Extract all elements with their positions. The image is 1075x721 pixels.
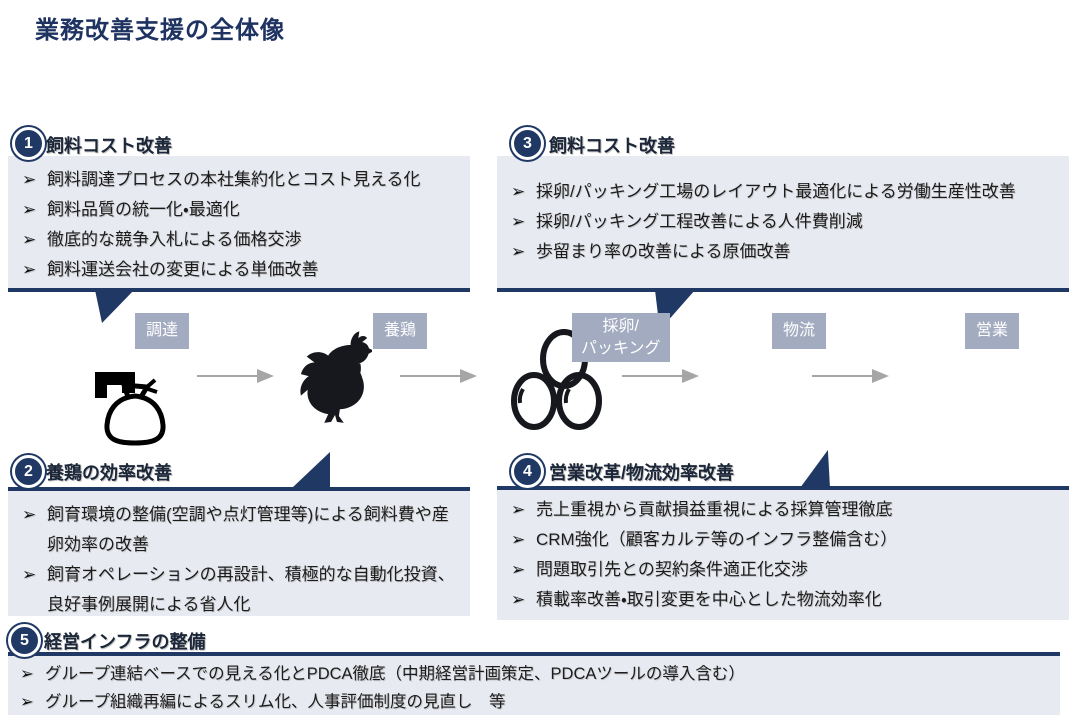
section-5-number: 5 (20, 631, 29, 649)
rooster-icon (298, 329, 374, 436)
section-4-header: 営業改革/物流効率改善 (549, 463, 734, 483)
bullet-item: ➢ CRM強化（顧客カルテ等のインフラ整備含む） (509, 525, 1057, 555)
flow-arrow-1 (197, 368, 275, 389)
section-1-box: ➢ 飼料調達プロセスの本社集約化とコスト見える化 ➢ 飼料品質の統一化・最適化 ➢ 徹… (8, 156, 470, 292)
stage-label-poultry: 養鶏 (373, 313, 428, 349)
bullet-item: ➢ 歩留まり率の改善による原価改善 (509, 237, 1057, 267)
flow-arrow-4 (812, 368, 890, 389)
section-5-header: 経営インフラの整備 (44, 632, 206, 652)
page-title: 業務改善支援の全体像 (35, 17, 285, 44)
section-4-box: ➢ 売上重視から貢献損益重視による採算管理徹底 ➢ CRM強化（顧客カルテ等のインフ… (497, 486, 1069, 620)
section-3-number: 3 (523, 134, 532, 152)
bullet-item: ➢ 採卵/パッキング工程改善による人件費削減 (509, 207, 1057, 237)
section-2-badge: 2 (12, 455, 45, 488)
bullet-arrow-icon: ➢ (22, 259, 37, 279)
bullet-arrow-icon: ➢ (22, 564, 37, 584)
stage-label-logistics: 物流 (772, 313, 827, 349)
bullet-item: ➢ 問題取引先との契約条件適正化交渉 (509, 555, 1057, 585)
section-2-bullet-list: ➢ 飼育環境の整備(空調や点灯管理等)による飼料費や産卵効率の改善 ➢ 飼育オペレー… (8, 491, 470, 629)
feed-sack-structure-fragment (95, 372, 135, 398)
bullet-text: 問題取引先との契約条件適正化交渉 (536, 560, 808, 579)
bullet-arrow-icon: ➢ (20, 665, 34, 683)
bullet-text: グループ連結ベースでの見える化とPDCA徹底（中期経営計画策定、PDCAツールの… (45, 665, 745, 683)
bullet-item: ➢ 飼育オペレーションの再設計、積極的な自動化投資、良好事例展開による省人化 (20, 560, 458, 620)
bullet-item: ➢ 飼料運送会社の変更による単価改善 (20, 255, 458, 285)
section-1-badge: 1 (12, 127, 45, 160)
section-2-header: 養鶏の効率改善 (46, 463, 172, 483)
bullet-item: ➢ 積載率改善・取引変更を中心とした物流効率化 (509, 585, 1057, 615)
feed-sack-icon (95, 363, 175, 451)
bullet-text: 採卵/パッキング工場のレイアウト最適化による労働生産性改善 (536, 182, 1016, 202)
section-3-header: 飼料コスト改善 (549, 136, 675, 156)
section-3-bullet-list: ➢ 採卵/パッキング工場のレイアウト最適化による労働生産性改善 ➢ 採卵/パッキング… (497, 168, 1069, 276)
bullet-arrow-icon: ➢ (511, 530, 526, 550)
section-4-bullet-list: ➢ 売上重視から貢献損益重視による採算管理徹底 ➢ CRM強化（顧客カルテ等のインフ… (497, 486, 1069, 624)
bullet-arrow-icon: ➢ (22, 229, 37, 249)
section-1-number: 1 (24, 134, 33, 152)
section-1-header: 飼料コスト改善 (46, 136, 172, 156)
bullet-text: 積載率改善・取引変更を中心とした物流効率化 (536, 589, 882, 609)
bullet-item: ➢ 採卵/パッキング工場のレイアウト最適化による労働生産性改善 (509, 177, 1057, 207)
bullet-arrow-icon: ➢ (511, 589, 526, 609)
section-5-box: ➢ グループ連結ベースでの見える化とPDCA徹底（中期経営計画策定、PDCAツール… (8, 652, 1060, 715)
flow-arrow-3 (622, 368, 700, 389)
stage-label-packing: 採卵/ パッキング (572, 313, 670, 363)
section-4-badge: 4 (511, 455, 544, 488)
section-4-pointer-triangle (800, 450, 830, 488)
bullet-text: 売上重視から貢献損益重視による採算管理徹底 (536, 500, 893, 520)
bullet-text: 飼育環境の整備(空調や点灯管理等)による飼料費や産卵効率の改善 (47, 505, 449, 554)
section-3-badge: 3 (511, 127, 544, 160)
bullet-arrow-icon: ➢ (511, 500, 526, 520)
bullet-text: 飼料運送会社の変更による単価改善 (47, 259, 319, 279)
bullet-arrow-icon: ➢ (22, 170, 37, 189)
section-1-pointer-triangle (95, 290, 134, 323)
bullet-text: 徹底的な競争入札による価格交渉 (47, 229, 302, 249)
bullet-item: ➢ グループ組織再編によるスリム化、人事評価制度の見直し 等 (18, 688, 1050, 716)
section-5-bullet-list: ➢ グループ連結ベースでの見える化とPDCA徹底（中期経営計画策定、PDCAツール… (8, 656, 1060, 720)
flow-arrow-2 (400, 368, 478, 389)
section-2-pointer-triangle (292, 452, 330, 488)
bullet-text: 飼育オペレーションの再設計、積極的な自動化投資、良好事例展開による省人化 (47, 564, 455, 614)
bullet-item: ➢ 飼料品質の統一化・最適化 (20, 195, 458, 225)
section-5-badge: 5 (8, 624, 41, 657)
stage-label-sales: 営業 (965, 313, 1020, 349)
section-3-box: ➢ 採卵/パッキング工場のレイアウト最適化による労働生産性改善 ➢ 採卵/パッキング… (497, 156, 1069, 292)
stage-label-procurement: 調達 (135, 313, 190, 349)
bullet-arrow-icon: ➢ (511, 212, 526, 232)
bullet-text: CRM強化（顧客カルテ等のインフラ整備含む） (536, 530, 898, 550)
bullet-arrow-icon: ➢ (20, 693, 34, 712)
bullet-arrow-icon: ➢ (22, 505, 37, 524)
section-2-number: 2 (24, 462, 33, 480)
section-4-number: 4 (523, 462, 532, 480)
bullet-arrow-icon: ➢ (511, 241, 526, 261)
bullet-item: ➢ 飼育環境の整備(空調や点灯管理等)による飼料費や産卵効率の改善 (20, 500, 458, 560)
bullet-arrow-icon: ➢ (511, 182, 526, 202)
bullet-arrow-icon: ➢ (22, 199, 37, 219)
bullet-item: ➢ 飼料調達プロセスの本社集約化とコスト見える化 (20, 165, 458, 195)
bullet-text: 飼料品質の統一化・最適化 (47, 199, 240, 219)
bullet-text: グループ組織再編によるスリム化、人事評価制度の見直し 等 (45, 693, 506, 712)
section-2-box: ➢ 飼育環境の整備(空調や点灯管理等)による飼料費や産卵効率の改善 ➢ 飼育オペレー… (8, 487, 470, 616)
bullet-item: ➢ 徹底的な競争入札による価格交渉 (20, 225, 458, 255)
bullet-arrow-icon: ➢ (511, 560, 526, 579)
bullet-item: ➢ 売上重視から貢献損益重視による採算管理徹底 (509, 495, 1057, 525)
bullet-text: 飼料調達プロセスの本社集約化とコスト見える化 (47, 170, 421, 189)
bullet-text: 採卵/パッキング工程改善による人件費削減 (536, 212, 863, 232)
bullet-text: 歩留まり率の改善による原価改善 (536, 241, 791, 261)
section-1-bullet-list: ➢ 飼料調達プロセスの本社集約化とコスト見える化 ➢ 飼料品質の統一化・最適化 ➢ 徹… (8, 156, 470, 294)
bullet-item: ➢ グループ連結ベースでの見える化とPDCA徹底（中期経営計画策定、PDCAツール… (18, 660, 1050, 688)
